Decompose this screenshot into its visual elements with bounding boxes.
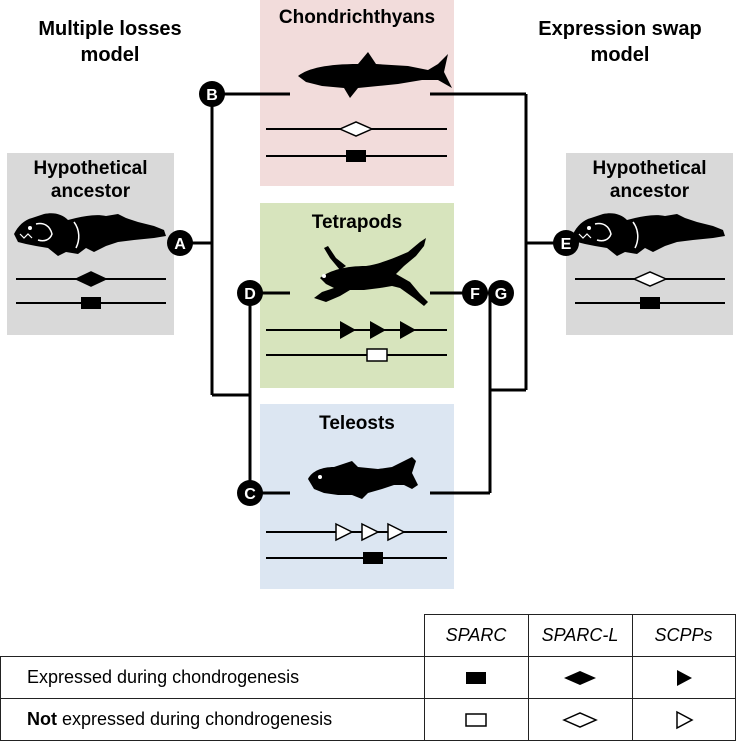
chondrichthyans-genes	[266, 121, 447, 162]
node-b-label: B	[206, 87, 218, 104]
legend-cell-sparc-l	[527, 698, 633, 741]
legend-cell-scpps	[631, 698, 736, 741]
sparc-l-filled-diamond-icon	[74, 271, 108, 287]
ancestor-right-genes	[575, 271, 725, 309]
teleost-silhouette	[308, 457, 418, 499]
legend-row-label: Not expressed during chondrogenesis	[0, 698, 425, 741]
title-line: model	[590, 44, 650, 66]
title-line: model	[80, 44, 140, 66]
node-d-label: D	[244, 286, 256, 303]
node-g-circle	[488, 280, 514, 306]
chondrichthyans-label: Chondrichthyans	[278, 7, 436, 28]
sparc-open-rect-icon	[366, 348, 388, 362]
scpp-open-triangle-icon	[387, 522, 406, 542]
scpp-filled-triangle-icon	[340, 321, 356, 339]
legend-label-bold: Not	[27, 709, 57, 729]
legend-cell-scpps	[631, 656, 736, 699]
node-f: F	[462, 280, 488, 306]
ancestor-right-label: Hypothetical ancestor	[566, 157, 733, 203]
legend-cell-sparc-l	[527, 656, 633, 699]
scpp-open-triangle-icon	[675, 710, 694, 730]
sparc-filled-rect-icon	[640, 297, 660, 309]
tetrapods-panel: Tetrapods	[260, 203, 454, 388]
label-line: Hypothetical	[592, 158, 707, 179]
legend-header-row: SPARC SPARC-L SCPPs	[1, 614, 736, 657]
node-d-circle	[237, 280, 263, 306]
node-e: E	[553, 230, 579, 256]
scpp-open-triangle-icon	[335, 522, 354, 542]
legend-corner	[1, 615, 425, 657]
node-c-circle	[237, 480, 263, 506]
placoderm-silhouette-right	[573, 213, 725, 256]
label-line: ancestor	[609, 181, 690, 202]
node-g-label: G	[495, 286, 507, 303]
legend-label-text: expressed during chondrogenesis	[57, 709, 333, 729]
tetrapods-genes	[266, 321, 447, 362]
teleosts-label: Teleosts	[319, 413, 395, 434]
tetrapods-label: Tetrapods	[311, 212, 403, 233]
legend-label-text: Expressed during chondrogenesis	[27, 667, 300, 687]
label-line: ancestor	[50, 181, 131, 202]
ancestor-left-label: Hypothetical ancestor	[7, 157, 174, 203]
node-f-circle	[462, 280, 488, 306]
node-e-circle	[553, 230, 579, 256]
placoderm-silhouette-left	[14, 213, 166, 256]
scpp-filled-triangle-icon	[676, 670, 692, 687]
node-e-label: E	[561, 236, 572, 253]
right-tree-lines	[430, 92, 566, 495]
title-line: Multiple losses	[38, 18, 182, 40]
title-line: Expression swap	[538, 18, 702, 40]
label-line: Hypothetical	[33, 158, 148, 179]
node-g: G	[488, 280, 514, 306]
sparc-open-rect-icon	[465, 713, 487, 727]
frog-silhouette	[314, 238, 428, 306]
node-a-circle	[167, 230, 193, 256]
legend-row-expressed: Expressed during chondrogenesis	[0, 656, 736, 699]
legend-row-label: Expressed during chondrogenesis	[0, 656, 425, 699]
node-a: A	[167, 230, 193, 256]
node-b: B	[199, 81, 225, 107]
node-a-label: A	[174, 236, 186, 253]
scpp-filled-triangle-icon	[400, 321, 416, 339]
left-tree-lines	[180, 92, 290, 495]
legend-row-not-expressed: Not expressed during chondrogenesis	[0, 698, 736, 741]
node-f-label: F	[470, 286, 480, 303]
node-d: D	[237, 280, 263, 306]
sparc-l-open-diamond-icon	[338, 121, 374, 137]
legend-header-scpps: SCPPs	[631, 614, 736, 657]
node-c-label: C	[244, 486, 256, 503]
phylogeny-diagram: A B C D E F G	[14, 52, 725, 564]
ancestor-left-genes	[16, 271, 166, 309]
node-c: C	[237, 480, 263, 506]
scpp-filled-triangle-icon	[370, 321, 386, 339]
legend-table: SPARC SPARC-L SCPPs Expressed during cho…	[0, 614, 736, 741]
expression-swap-title: Expression swap model	[520, 16, 720, 68]
sparc-filled-rect-icon	[466, 672, 486, 685]
sparc-l-open-diamond-icon	[632, 271, 668, 287]
sparc-filled-rect-icon	[81, 297, 101, 309]
shark-silhouette	[298, 52, 452, 98]
multiple-losses-title: Multiple losses model	[20, 16, 200, 68]
scpp-open-triangle-icon	[361, 522, 380, 542]
sparc-l-open-diamond-icon	[562, 712, 598, 729]
legend-header-sparc-l: SPARC-L	[527, 614, 633, 657]
legend-cell-sparc	[423, 656, 529, 699]
teleosts-genes	[266, 522, 447, 564]
sparc-l-filled-diamond-icon	[564, 671, 596, 686]
sparc-filled-rect-icon	[346, 150, 366, 162]
sparc-filled-rect-icon	[363, 552, 383, 564]
legend-header-sparc: SPARC	[423, 614, 529, 657]
node-b-circle	[199, 81, 225, 107]
legend-cell-sparc	[423, 698, 529, 741]
